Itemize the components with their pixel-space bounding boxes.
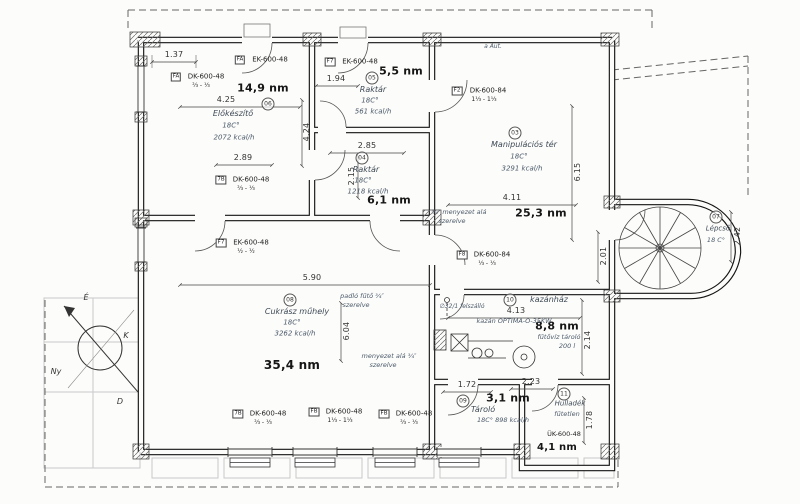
riser-symbol	[444, 297, 450, 303]
boiler-equipment	[433, 297, 536, 369]
tank-symbol	[512, 345, 536, 369]
windows	[136, 65, 482, 457]
spiral-staircase	[618, 206, 702, 290]
pump-symbol	[484, 348, 494, 358]
walls	[138, 40, 738, 468]
boiler-symbol	[450, 333, 469, 352]
north-arrowhead	[64, 306, 75, 317]
chimney-block	[433, 329, 447, 351]
site-boundary	[44, 9, 749, 488]
wall-piers	[129, 31, 621, 460]
radiators	[229, 457, 480, 468]
entry-steps	[243, 23, 367, 39]
pump-symbol	[471, 347, 483, 359]
dimension-lines	[150, 55, 733, 445]
compass-rose	[63, 305, 139, 393]
door-swings	[194, 42, 646, 416]
